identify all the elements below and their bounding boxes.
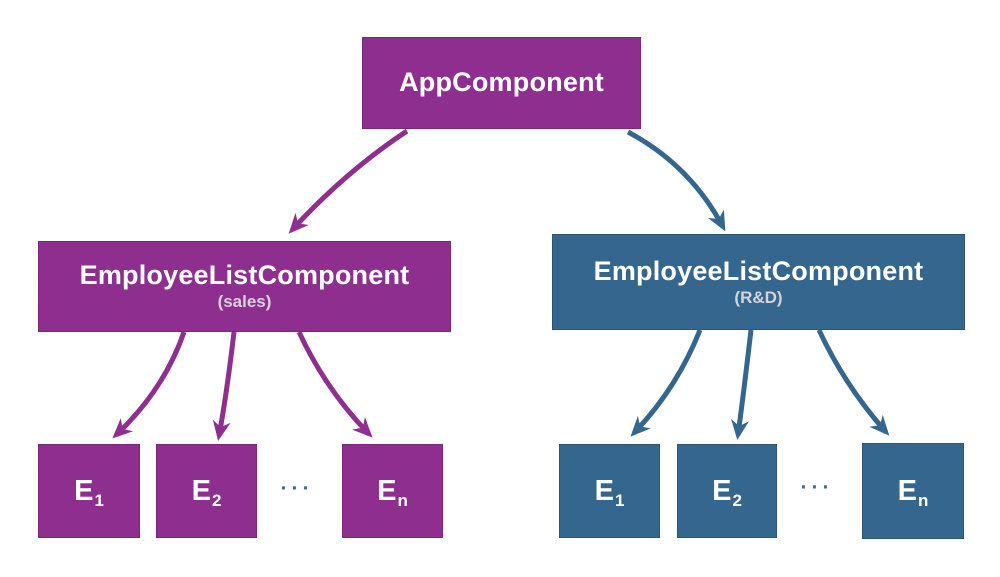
edge-sales-to-en xyxy=(296,330,373,438)
node-sales-employee-n-label: En xyxy=(377,474,408,510)
node-employee-list-rnd-sublabel: (R&D) xyxy=(734,287,783,307)
edge-app-to-sales xyxy=(288,128,409,234)
node-sales-employee-n: En xyxy=(342,444,443,538)
node-app-component-label: AppComponent xyxy=(399,67,604,98)
edge-app-to-rnd xyxy=(626,129,726,232)
node-employee-list-sales: EmployeeListComponent (sales) xyxy=(38,241,451,332)
node-rnd-employee-2: E2 xyxy=(677,444,777,538)
edge-rnd-to-en xyxy=(816,328,890,436)
node-sales-employee-2: E2 xyxy=(156,444,257,538)
edge-rnd-to-e2 xyxy=(731,329,754,440)
node-rnd-employee-2-label: E2 xyxy=(712,474,742,510)
node-employee-list-sales-sublabel: (sales) xyxy=(217,292,272,312)
node-rnd-employee-1: E1 xyxy=(559,444,660,538)
node-app-component: AppComponent xyxy=(362,37,641,129)
node-employee-list-rnd: EmployeeListComponent (R&D) xyxy=(552,234,965,330)
rnd-ellipsis: ··· xyxy=(800,476,834,499)
edge-sales-to-e2 xyxy=(212,331,237,441)
edge-sales-to-e1 xyxy=(112,331,187,439)
node-sales-employee-2-label: E2 xyxy=(191,474,222,510)
sales-ellipsis: ··· xyxy=(280,477,314,500)
node-rnd-employee-1-label: E1 xyxy=(594,474,625,510)
node-sales-employee-1-label: E1 xyxy=(74,474,104,510)
node-rnd-employee-n: En xyxy=(862,443,964,539)
node-sales-employee-1: E1 xyxy=(38,444,140,538)
node-employee-list-sales-label: EmployeeListComponent xyxy=(79,260,410,291)
edge-rnd-to-e1 xyxy=(630,329,703,437)
node-rnd-employee-n-label: En xyxy=(897,474,929,510)
node-employee-list-rnd-label: EmployeeListComponent xyxy=(593,255,924,286)
